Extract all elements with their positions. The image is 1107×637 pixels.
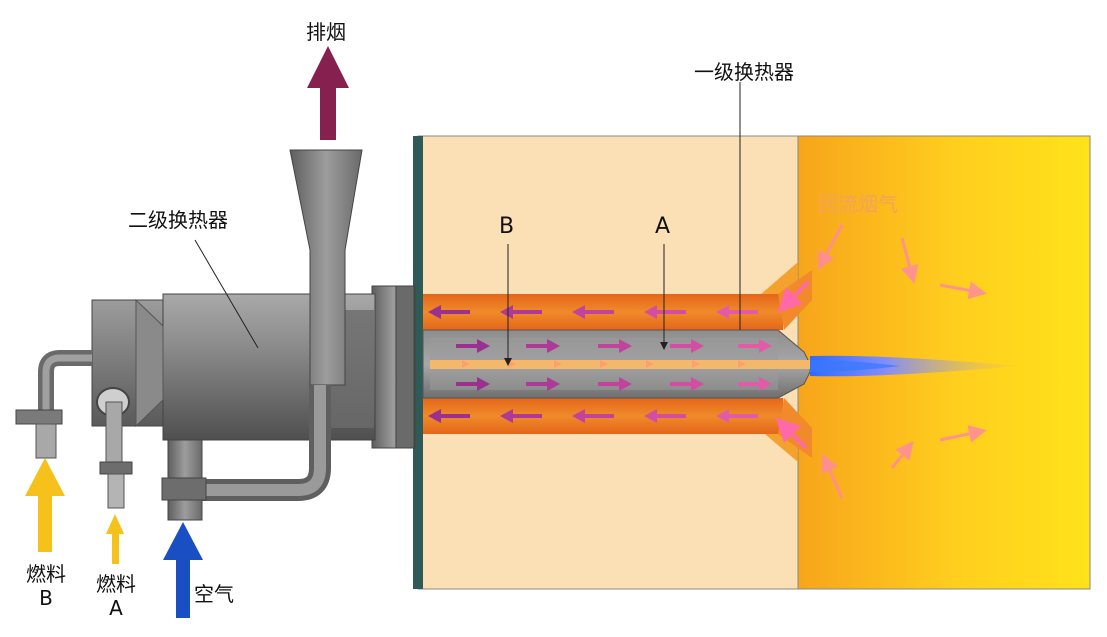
fuel-b-lance: [430, 360, 815, 369]
marker-b-label: B: [499, 214, 515, 239]
flue-flow-left-arrow: [572, 409, 614, 423]
throat-recirculation-arrows: [775, 280, 810, 450]
fuel-a-flow-right-arrow: [456, 339, 490, 353]
fuel-b-label-line2: B: [39, 586, 53, 610]
leader-lines: [194, 82, 741, 366]
fuel-a-flow-right-arrow: [526, 339, 560, 353]
flue-flow-left-arrow: [428, 409, 470, 423]
primary-heat-exchanger-tube: [422, 329, 815, 399]
fuel-b-flow-arrow: [646, 360, 654, 368]
fuel-a-flow-right-arrow: [670, 377, 704, 391]
flue-flow-left-arrow: [644, 305, 686, 319]
fuel-b-label-line1: 燃料: [26, 562, 66, 586]
fuel-b-pipe: [38, 350, 92, 412]
fuel-a-label-line2: A: [109, 596, 123, 620]
fuel-a-label-line1: 燃料: [96, 572, 136, 596]
fuel-a-flow-right-arrow: [598, 339, 632, 353]
burner-body: [15, 149, 416, 521]
air-arrow-icon: [163, 522, 203, 618]
fuel-b-label: 燃料 B: [20, 564, 72, 608]
fuel-b-flow-arrow: [600, 360, 608, 368]
fuel-a-flow-right-arrow: [598, 377, 632, 391]
fuel-a-flow-right-arrow: [738, 339, 772, 353]
fuel-a-flow-right-arrow: [738, 377, 772, 391]
fuel-a-flow-right-arrow: [670, 339, 704, 353]
fuel-a-arrow-icon: [106, 514, 124, 564]
flame: [810, 355, 1020, 377]
secondary-exchanger-label: 二级换热器: [128, 208, 228, 232]
recirculated-flue-gas-label: 回流烟气: [818, 192, 898, 216]
fuel-b-flow-arrow: [738, 360, 746, 368]
flow-arrows: [428, 305, 772, 423]
fuel-b-flow-arrow: [462, 360, 470, 368]
fuel-b-arrow-icon: [25, 458, 65, 552]
primary-exchanger-label: 一级换热器: [694, 60, 794, 84]
flue-flow-left-arrow: [428, 305, 470, 319]
fuel-a-label: 燃料 A: [90, 574, 142, 618]
exhaust-label: 排烟: [306, 20, 346, 44]
flue-flow-left-arrow: [716, 409, 758, 423]
fuel-a-flow-right-arrow: [456, 377, 490, 391]
flue-flow-left-arrow: [572, 305, 614, 319]
fuel-b-flow-arrow: [692, 360, 700, 368]
exhaust-arrow-icon: [307, 46, 349, 140]
exhaust-hopper: [289, 149, 363, 386]
marker-a-label: A: [655, 214, 671, 239]
flue-flow-left-arrow: [500, 409, 542, 423]
flue-flow-left-arrow: [716, 305, 758, 319]
furnace-front-plate: [413, 136, 423, 589]
fuel-a-flow-right-arrow: [526, 377, 560, 391]
air-label: 空气: [194, 582, 234, 606]
flue-flow-left-arrow: [644, 409, 686, 423]
recirculation-arrows: [817, 224, 987, 499]
flue-flow-left-arrow: [500, 305, 542, 319]
fuel-b-flow-arrow: [554, 360, 562, 368]
